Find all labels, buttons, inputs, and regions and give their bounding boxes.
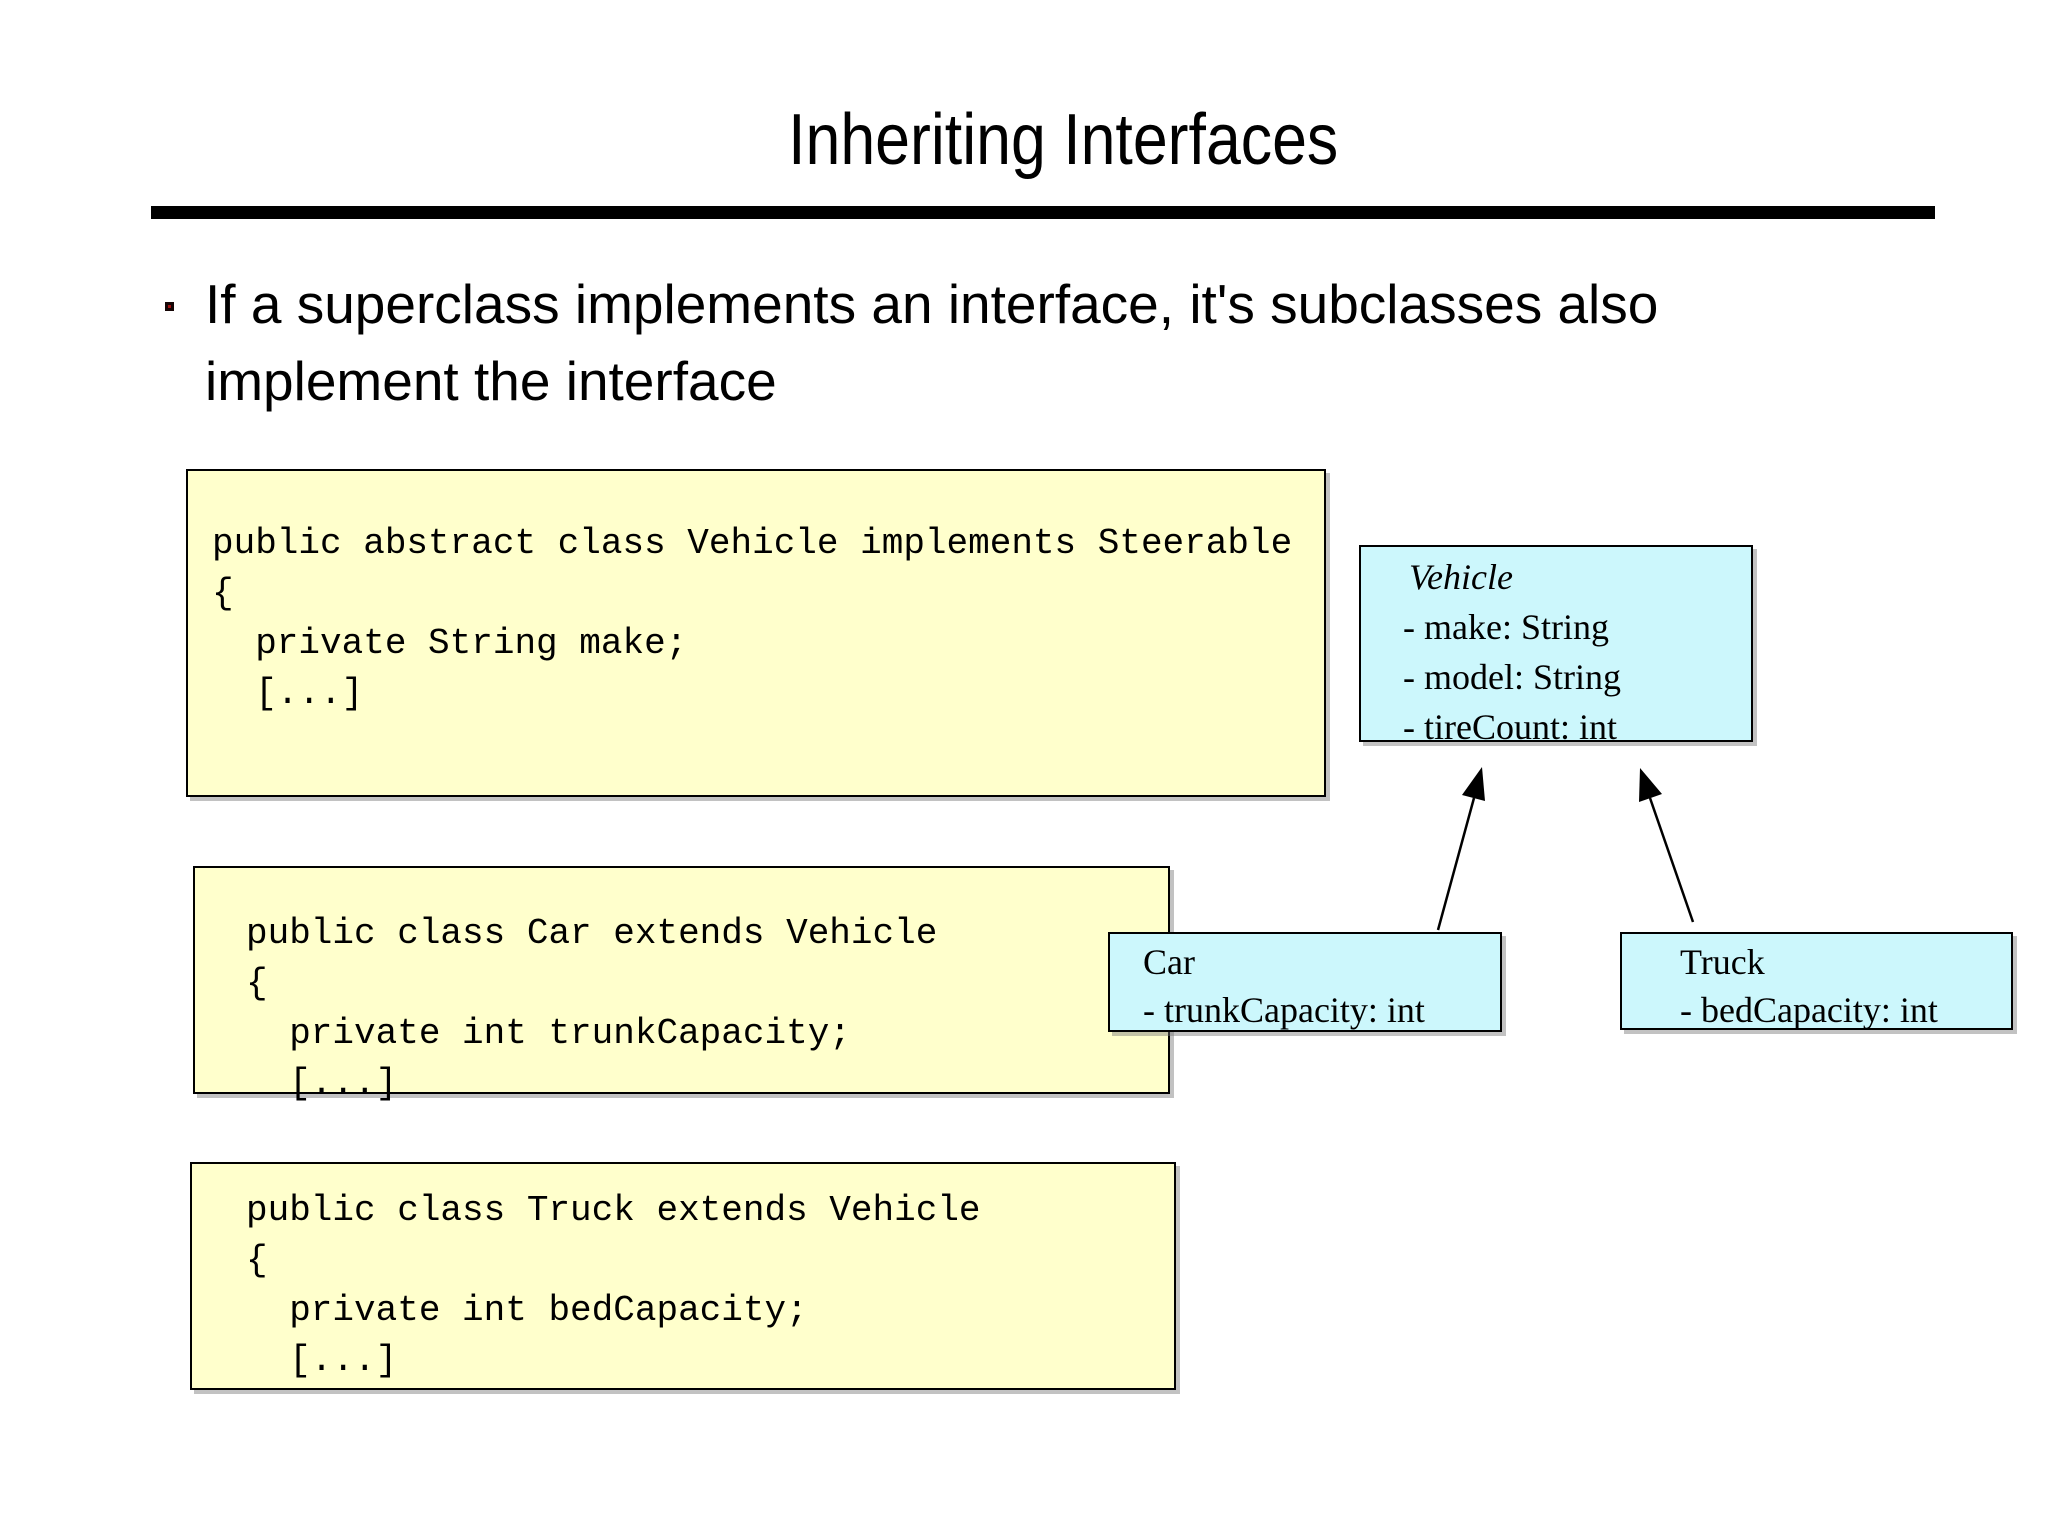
page-title-text: Inheriting Interfaces — [787, 100, 1339, 180]
code-line: [...] — [246, 1063, 398, 1104]
page-title: Inheriting Interfaces — [39, 104, 2048, 176]
code-box-vehicle: public abstract class Vehicle implements… — [186, 469, 1326, 797]
code-box-truck: public class Truck extends Vehicle { pri… — [190, 1162, 1176, 1390]
uml-attribute: - make: String — [1403, 607, 1609, 647]
code-line: { — [246, 963, 268, 1004]
uml-attribute: - trunkCapacity: int — [1143, 990, 1425, 1030]
uml-class-car: Car - trunkCapacity: int — [1108, 932, 1502, 1032]
bullet-line: implement the interface — [205, 350, 777, 412]
bullet-square-icon — [165, 302, 174, 311]
code-line: private int bedCapacity; — [246, 1290, 808, 1331]
code-box-car: public class Car extends Vehicle { priva… — [193, 866, 1170, 1104]
code-line: public abstract class Vehicle implements… — [212, 523, 1293, 564]
uml-class-name: Vehicle — [1409, 557, 1513, 597]
code-line: public class Truck extends Vehicle — [246, 1190, 981, 1231]
code-line: private int trunkCapacity; — [246, 1013, 851, 1054]
uml-class-name: Truck — [1680, 942, 1765, 982]
inheritance-arrow-truck-to-vehicle — [1639, 768, 1695, 923]
bullet-text: If a superclass implements an interface,… — [205, 266, 1965, 420]
code-line: { — [246, 1240, 268, 1281]
uml-class-name: Car — [1143, 942, 1195, 982]
title-divider — [151, 206, 1935, 219]
code-line: [...] — [212, 673, 364, 714]
uml-class-vehicle: Vehicle - make: String - model: String -… — [1359, 545, 1753, 747]
code-line: { — [212, 573, 234, 614]
code-line: [...] — [246, 1340, 398, 1381]
inheritance-arrow-car-to-vehicle — [1436, 767, 1485, 931]
uml-attribute: - tireCount: int — [1403, 707, 1617, 747]
uml-attribute: - model: String — [1403, 657, 1621, 697]
code-line: private String make; — [212, 623, 688, 664]
bullet-line: If a superclass implements an interface,… — [205, 273, 1659, 335]
code-line: public class Car extends Vehicle — [246, 913, 938, 954]
uml-class-truck: Truck - bedCapacity: int — [1620, 932, 2013, 1030]
uml-attribute: - bedCapacity: int — [1680, 990, 1938, 1030]
